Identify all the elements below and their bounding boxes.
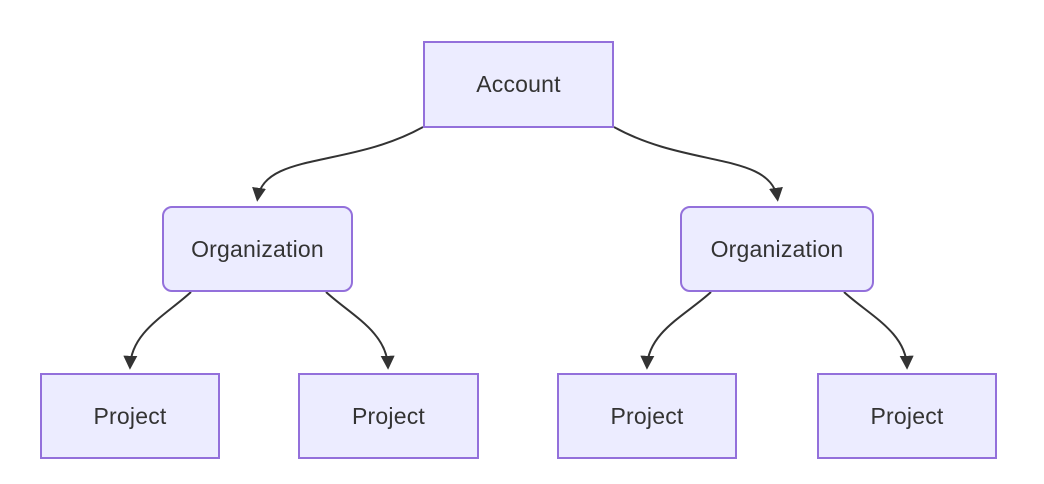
node-organization-left-label: Organization: [191, 235, 324, 262]
node-account: Account: [423, 41, 614, 128]
node-organization-left: Organization: [162, 206, 353, 292]
node-account-label: Account: [476, 71, 561, 97]
edge-org-left-to-project-2: [325, 291, 395, 370]
edge-org-right-to-project-4: [843, 291, 914, 370]
node-project-3: Project: [557, 373, 737, 459]
node-project-2-label: Project: [352, 402, 425, 429]
edge-org-right-to-project-3: [640, 291, 712, 370]
edge-account-to-org-left: [252, 126, 424, 202]
node-project-1-label: Project: [93, 402, 167, 429]
node-project-2: Project: [298, 373, 479, 459]
node-project-1: Project: [40, 373, 220, 459]
node-organization-right-label: Organization: [710, 235, 844, 262]
node-organization-right: Organization: [680, 206, 874, 292]
edge-account-to-org-right: [613, 126, 783, 202]
node-project-4-label: Project: [870, 402, 944, 429]
edge-org-left-to-project-1: [123, 291, 192, 370]
node-project-4: Project: [817, 373, 997, 459]
node-project-3-label: Project: [610, 402, 684, 429]
